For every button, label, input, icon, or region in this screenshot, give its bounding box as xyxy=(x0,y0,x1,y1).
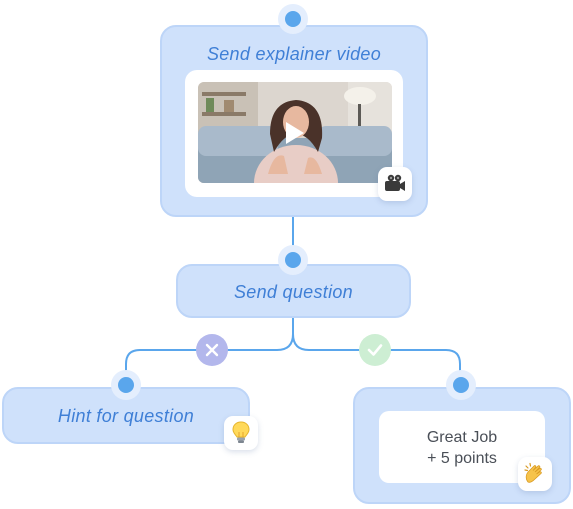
lightbulb-badge xyxy=(224,416,258,450)
reward-points: + 5 points xyxy=(427,450,497,467)
video-node-input-port[interactable] xyxy=(278,4,308,34)
video-node[interactable]: Send explainer video xyxy=(160,25,428,217)
x-icon xyxy=(205,343,219,357)
play-icon[interactable] xyxy=(281,120,307,146)
clapping-hands-badge xyxy=(518,457,552,491)
question-node-title: Send question xyxy=(234,282,353,302)
hint-node-input-port[interactable] xyxy=(111,370,141,400)
question-node-input-port[interactable] xyxy=(278,245,308,275)
reward-node-input-port[interactable] xyxy=(446,370,476,400)
correct-answer-branch xyxy=(359,334,391,366)
wrong-answer-branch xyxy=(196,334,228,366)
lightbulb-icon xyxy=(232,421,250,443)
video-card xyxy=(185,70,403,197)
clapping-hands-icon xyxy=(524,462,542,483)
check-icon xyxy=(367,344,383,356)
video-node-title: Send explainer video xyxy=(206,44,382,64)
hint-node-title: Hint for question xyxy=(57,406,195,426)
reward-message: Great Job xyxy=(426,429,498,446)
reward-card: Great Job + 5 points xyxy=(379,411,545,483)
video-camera-badge xyxy=(378,167,412,201)
video-camera-icon xyxy=(385,174,405,191)
